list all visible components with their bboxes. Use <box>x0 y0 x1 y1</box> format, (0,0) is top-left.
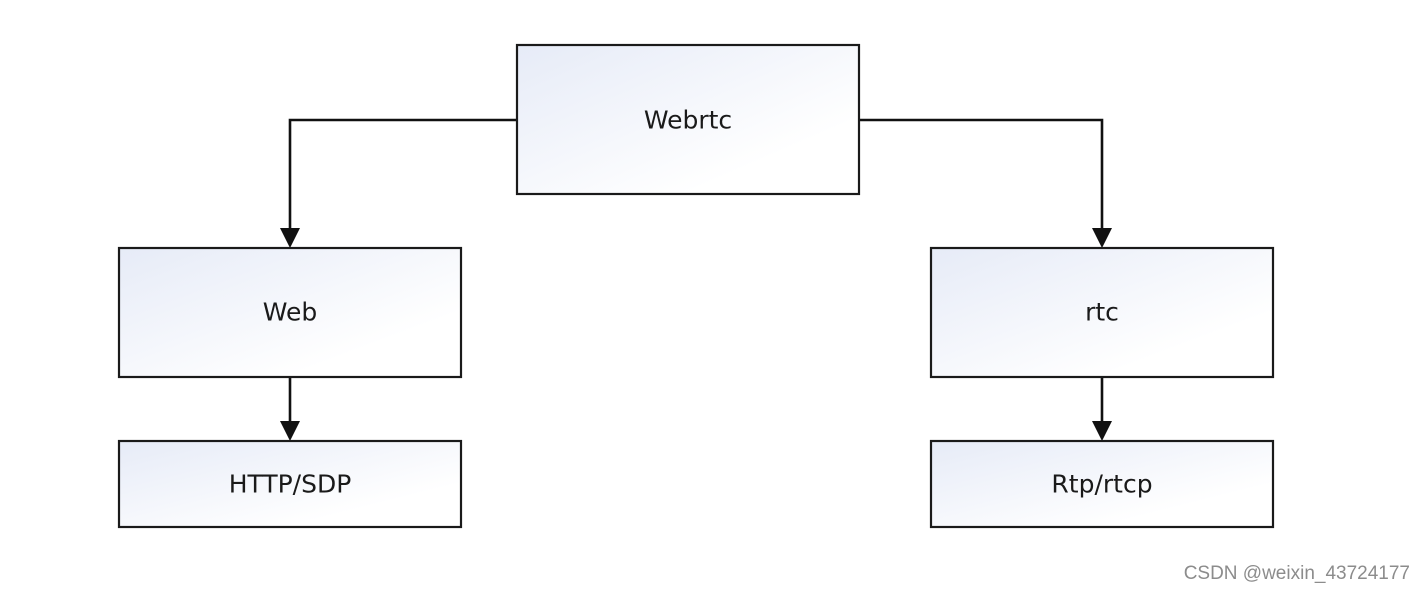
connectors <box>280 118 1112 441</box>
watermark-text: CSDN @weixin_43724177 <box>1183 563 1410 584</box>
arrowhead-rtp-rtcp <box>1092 421 1112 441</box>
edge-root-to-rtc <box>859 118 1104 232</box>
node-rtc: rtc <box>929 246 1275 379</box>
node-rtc-box <box>929 246 1275 379</box>
arrowhead-web <box>280 228 300 248</box>
node-webrtc-label: Webrtc <box>644 106 732 135</box>
edge-root-to-web <box>288 118 517 232</box>
node-webrtc: Webrtc <box>515 43 861 196</box>
arrowhead-rtc <box>1092 228 1112 248</box>
node-http-sdp-box <box>117 439 463 529</box>
node-http-sdp-label: HTTP/SDP <box>229 470 352 499</box>
node-http-sdp: HTTP/SDP <box>117 439 463 529</box>
node-web-box <box>117 246 463 379</box>
arrowhead-http-sdp <box>280 421 300 441</box>
node-rtp-rtcp-box <box>929 439 1275 529</box>
node-web: Web <box>117 246 463 379</box>
node-web-label: Web <box>263 298 318 327</box>
node-rtp-rtcp: Rtp/rtcp <box>929 439 1275 529</box>
node-rtp-rtcp-label: Rtp/rtcp <box>1051 470 1152 499</box>
node-webrtc-box <box>515 43 861 196</box>
node-rtc-label: rtc <box>1085 298 1119 327</box>
